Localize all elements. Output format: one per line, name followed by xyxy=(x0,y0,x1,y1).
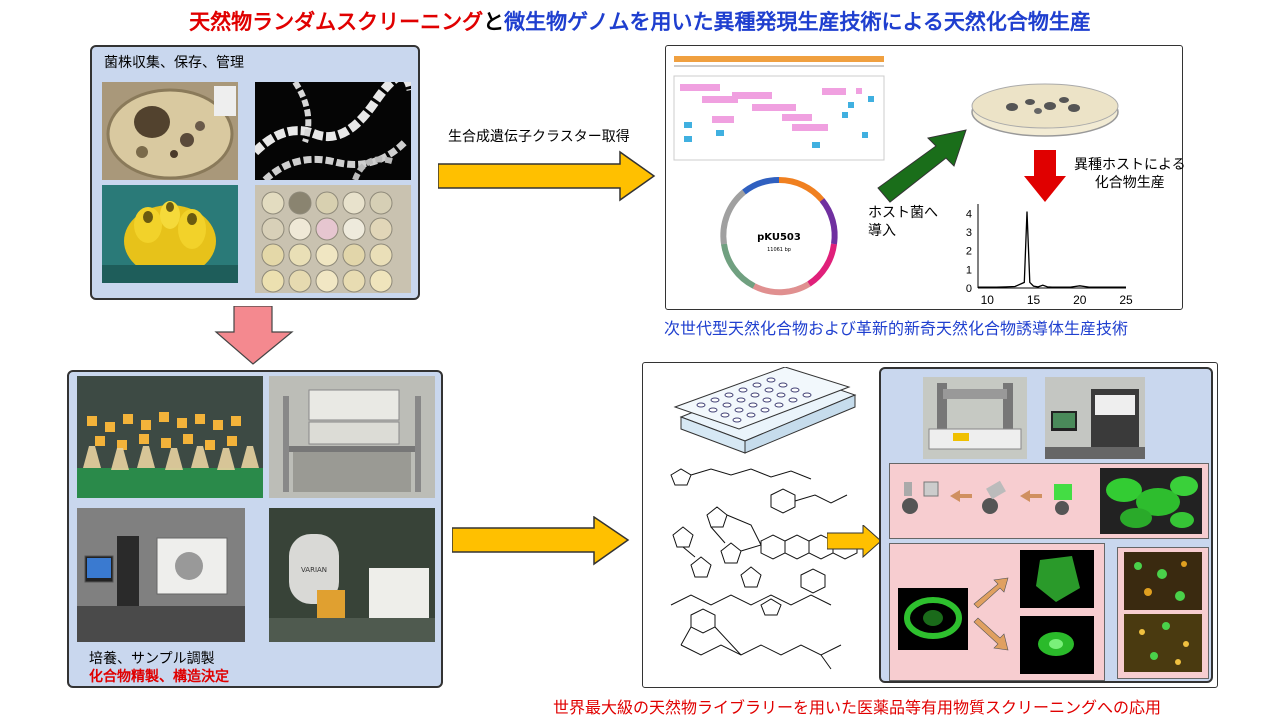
title-part-screening: 天然物ランダムスクリーニング xyxy=(189,10,484,34)
imaging-panel xyxy=(889,543,1105,681)
chemical-structures xyxy=(670,468,858,670)
petri-dish-photo xyxy=(102,82,238,180)
hplc-x-tick: 15 xyxy=(1027,293,1041,307)
hplc-x-tick: 20 xyxy=(1073,293,1087,307)
host-culture-dish xyxy=(971,83,1119,137)
branch-arrows xyxy=(973,577,1009,651)
host-intro-label: ホスト菌へ 導入 xyxy=(868,205,938,239)
plasmid-name: pKU503 xyxy=(757,232,801,243)
gene-cluster-map xyxy=(673,56,885,161)
heterologous-expression-panel: pKU503 11061 bp ホスト菌へ 導入 異種ホストによる 化合物生産 … xyxy=(665,45,1186,310)
hplc-y-tick: 1 xyxy=(966,264,972,276)
screening-panel xyxy=(642,362,1218,688)
assay-process-panel xyxy=(889,463,1209,539)
strain-collection-panel: 菌株収集、保存、管理 xyxy=(90,45,420,300)
culture-label: 培養、サンプル調製 xyxy=(89,651,215,667)
cells-fluorescence-photo xyxy=(1100,468,1202,534)
arrow-red-down xyxy=(1024,150,1066,202)
hplc-instrument-photo xyxy=(269,376,435,498)
page-title: 天然物ランダムスクリーニングと微生物ゲノムを用いた異種発現生産技術による天然化合… xyxy=(0,6,1280,36)
strain-collection-label: 菌株収集、保存、管理 xyxy=(104,55,244,71)
cell-image-bottom xyxy=(1020,616,1094,674)
plasmid-size: 11061 bp xyxy=(767,247,791,253)
hplc-y-tick: 3 xyxy=(966,227,972,239)
tissue-image-bottom xyxy=(1124,614,1202,672)
title-part-genome: 微生物ゲノムを用いた異種発現生産技術による天然化合物生産 xyxy=(504,10,1091,34)
tissue-panel xyxy=(1117,547,1209,679)
arrow-right-top xyxy=(438,150,656,202)
assay-steps-icons xyxy=(902,480,1072,515)
hplc-y-tick: 2 xyxy=(966,246,972,258)
robot-photo-1 xyxy=(923,377,1027,459)
cell-image-top xyxy=(1020,550,1094,608)
hplc-y-tick: 4 xyxy=(966,208,972,220)
hplc-chart: 0 1 2 3 4 10 15 20 25 xyxy=(966,204,1133,307)
hplc-trace xyxy=(978,211,1126,288)
robot-photo-2 xyxy=(1045,377,1145,459)
tissue-image-top xyxy=(1124,552,1202,610)
hplc-x-tick: 25 xyxy=(1119,293,1133,307)
hplc-y-tick: 0 xyxy=(966,283,972,295)
library-caption: 世界最大級の天然物ライブラリーを用いた医薬品等有用物質スクリーニングへの応用 xyxy=(553,698,1162,717)
arrow-pink-down xyxy=(214,306,294,365)
well-plate-photo xyxy=(255,185,411,293)
nmr-instrument-photo: VARIAN xyxy=(269,508,435,642)
hts-panel xyxy=(879,367,1213,683)
hyphae-sem-photo xyxy=(255,82,411,180)
gene-cluster-label: 生合成遺伝子クラスター取得 xyxy=(448,129,630,145)
cell-image-main xyxy=(898,588,968,650)
arrow-green-host xyxy=(877,129,967,203)
flask-culture-photo xyxy=(77,376,263,498)
title-part-and: と xyxy=(483,10,505,34)
hetero-production-label: 異種ホストによる 化合物生産 xyxy=(1074,157,1186,191)
purification-label: 化合物精製、構造決定 xyxy=(89,669,229,685)
hplc-x-tick: 10 xyxy=(981,293,995,307)
plasmid-map: pKU503 11061 bp xyxy=(720,176,838,296)
lcms-instrument-photo xyxy=(77,508,245,642)
marine-sponge-photo xyxy=(102,185,238,283)
microplate-drawing xyxy=(673,367,857,454)
arrow-right-bottom xyxy=(452,516,630,566)
nmr-brand: VARIAN xyxy=(301,566,327,574)
arrow-right-small xyxy=(827,525,882,559)
next-gen-caption: 次世代型天然化合物および革新的新奇天然化合物誘導体生産技術 xyxy=(664,319,1129,338)
culture-purification-panel: VARIAN 培養、サンプル調製 化合物精製、構造決定 xyxy=(67,370,443,688)
